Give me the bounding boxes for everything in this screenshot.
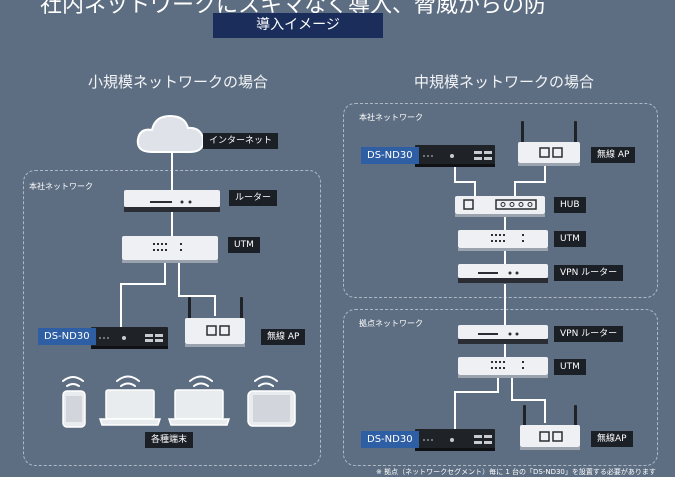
ds-nd30-label-branch: DS-ND30 bbox=[361, 431, 419, 448]
utm-device bbox=[458, 230, 548, 251]
wireless-ap-label-hq: 無線 AP bbox=[591, 147, 636, 163]
wifi-icon bbox=[189, 375, 213, 387]
medium-connection-lines bbox=[454, 163, 546, 430]
small-hq-area-title: 本社ネットワーク bbox=[29, 182, 93, 191]
laptop-icon bbox=[98, 389, 162, 426]
router-label: ルーター bbox=[229, 190, 278, 206]
wireless-ap-label-branch: 無線AP bbox=[591, 431, 633, 447]
wifi-icon bbox=[62, 376, 84, 387]
internet-label: インターネット bbox=[203, 133, 279, 149]
footnote: ※ 拠点（ネットワークセグメント）毎に 1 台の「DS-ND30」を設置する必要… bbox=[376, 468, 656, 476]
wireless-ap-device bbox=[185, 297, 245, 347]
hub-device bbox=[455, 196, 545, 217]
ds-nd30-label: DS-ND30 bbox=[38, 328, 96, 345]
terminals-label: 各種端末 bbox=[145, 432, 194, 448]
utm-device bbox=[458, 357, 548, 378]
wireless-ap-device bbox=[520, 405, 580, 450]
vpn-router-device bbox=[458, 264, 548, 283]
wireless-ap-label: 無線 AP bbox=[261, 329, 306, 345]
medium-network-title: 中規模ネットワークの場合 bbox=[414, 73, 595, 91]
small-connection-lines bbox=[120, 150, 216, 327]
utm-label: UTM bbox=[228, 237, 260, 253]
wifi-icon bbox=[254, 375, 278, 387]
laptop-icon bbox=[167, 389, 231, 426]
utm-label-branch: UTM bbox=[554, 359, 586, 375]
medium-branch-area-title: 拠点ネットワーク bbox=[359, 319, 423, 328]
ds-nd30-device bbox=[415, 145, 495, 167]
ds-nd30-label-hq: DS-ND30 bbox=[361, 147, 419, 164]
hub-label: HUB bbox=[554, 197, 586, 213]
utm-device bbox=[122, 236, 218, 263]
medium-hq-area bbox=[343, 103, 658, 298]
ds-nd30-device bbox=[91, 327, 168, 349]
medium-hq-area-title: 本社ネットワーク bbox=[359, 113, 423, 122]
header-top-text: 社内ネットワークにスキマなく導入、脅威からの防 bbox=[40, 0, 547, 18]
ds-nd30-device bbox=[415, 429, 495, 451]
small-network-title: 小規模ネットワークの場合 bbox=[88, 73, 269, 91]
title-tag: 導入イメージ bbox=[213, 13, 383, 38]
medium-branch-area bbox=[343, 309, 658, 466]
tablet-icon bbox=[247, 390, 296, 427]
vpn-router-device bbox=[458, 325, 548, 344]
cloud-icon bbox=[136, 114, 205, 153]
vpn-router-label-branch: VPN ルーター bbox=[554, 326, 624, 342]
router-device bbox=[124, 190, 220, 212]
wifi-icon bbox=[116, 375, 140, 387]
vpn-router-label-hq: VPN ルーター bbox=[554, 265, 624, 281]
wireless-ap-device bbox=[518, 121, 580, 166]
smartphone-icon bbox=[62, 390, 86, 428]
utm-label-hq: UTM bbox=[554, 231, 586, 247]
